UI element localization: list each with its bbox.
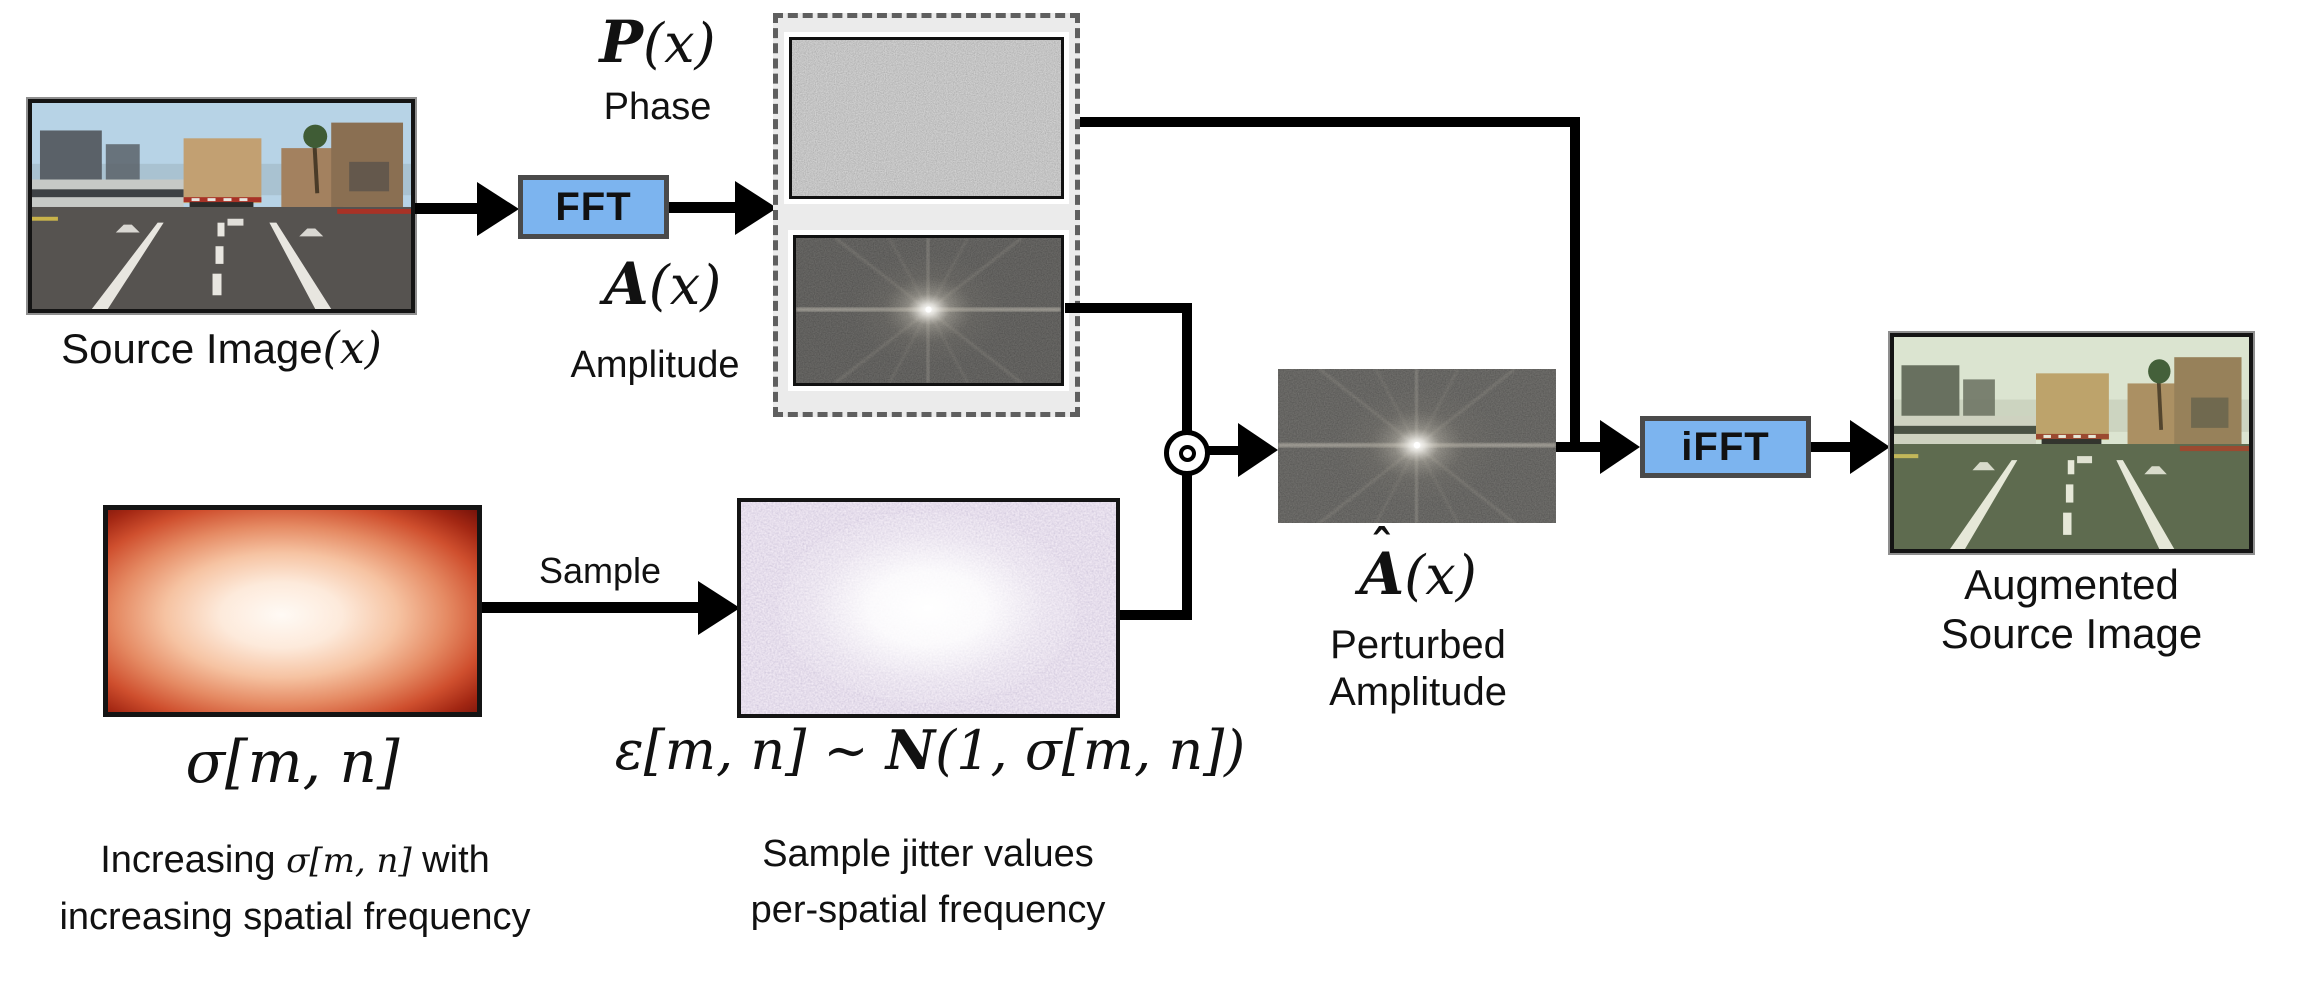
hat-accent: ˆ [1370,520,1394,574]
phase-line-horizontal [1080,117,1580,127]
amplitude-math-rest: (x) [648,254,722,317]
source-image [28,99,415,313]
epsilon-math-label: ε[m, n] ∼ N(1, σ[m, n]) [600,718,1260,782]
amplitude-math-label: A(x) [560,250,765,318]
elementwise-product-operator [1164,430,1210,476]
arrow-ifft-to-augmented-shaft [1811,442,1853,452]
epsilon-map-image [737,498,1120,718]
amplitude-math-letter: A [603,250,649,318]
arrow-odot-to-perturbed-shaft [1208,446,1242,455]
arrow-source-to-fft-shaft [415,203,479,214]
epsilon-caption-line2: per-spatial frequency [750,889,1106,931]
epsilon-math-post: (1, σ[m, n]) [935,719,1246,782]
sample-arrow-shaft [482,602,702,613]
arrow-perturbed-to-ifft-head [1600,420,1640,474]
source-caption-math: (x) [322,323,382,374]
arrow-odot-to-perturbed-head [1238,423,1278,477]
fft-box: FFT [518,175,669,239]
sample-arrow-label: Sample [538,550,662,591]
phase-line-vertical [1570,117,1580,452]
epsilon-caption: Sample jitter values per-spatial frequen… [638,826,1218,938]
perturbed-math-rest: (x) [1404,544,1477,607]
arrow-source-to-fft-head [477,182,519,236]
sigma-caption: Increasing σ[m, n] with increasing spati… [5,832,585,945]
amplitude-line-vertical [1182,303,1192,434]
epsilon-caption-line1: Sample jitter values [762,833,1094,875]
epsilon-math-script-n: N [885,718,936,782]
perturbed-amplitude-image [1278,369,1556,523]
phase-image-card [784,32,1069,204]
sigma-caption-post: with [411,839,490,881]
arrow-ifft-to-augmented-head [1850,420,1890,474]
arrow-fft-to-panel-shaft [669,202,737,213]
sigma-caption-pre: Increasing [100,839,287,881]
sample-arrow-head [698,581,740,635]
phase-math-label: P(x) [560,8,755,76]
perturbed-caption-line2: Amplitude [1329,670,1507,714]
fft-label: FFT [555,184,632,229]
sigma-math-label: σ[m, n] [185,728,400,796]
phase-math-rest: (x) [643,12,716,75]
sigma-caption-math: σ[m, n] [286,841,412,881]
phase-math-letter: P [599,8,644,76]
ifft-label: iFFT [1681,424,1770,469]
amplitude-image [793,235,1064,386]
arrow-perturbed-to-ifft-shaft [1556,442,1604,452]
augmented-image [1890,333,2253,553]
sigma-caption-line2: increasing spatial frequency [59,896,531,938]
arrow-fft-to-panel-head [735,181,777,235]
amplitude-line-horizontal [1065,303,1192,313]
perturbed-math-letter: A [1359,540,1405,608]
augmented-caption-line1: Augmented [1964,561,2179,608]
sigma-map-image [103,505,482,717]
augmented-caption: Augmented Source Image [1880,560,2263,658]
ifft-box: iFFT [1640,416,1811,478]
perturbed-caption-line1: Perturbed [1330,623,1506,667]
amplitude-caption: Amplitude [570,344,740,386]
odot-core-icon [1178,444,1196,462]
perturbed-caption: Perturbed Amplitude [1288,622,1548,716]
epsilon-line-vertical [1182,472,1192,620]
epsilon-line-horizontal [1120,610,1192,620]
phase-caption: Phase [603,86,712,128]
epsilon-math-pre: ε[m, n] ∼ [614,719,886,782]
amplitude-image-card [788,230,1069,391]
augmented-caption-line2: Source Image [1940,610,2203,657]
source-caption-text: Source Image [61,325,323,372]
phase-image [789,37,1064,199]
sigma-caption-line1: Increasing σ[m, n] with [5,832,585,889]
source-image-caption: Source Image(x) [8,324,435,373]
